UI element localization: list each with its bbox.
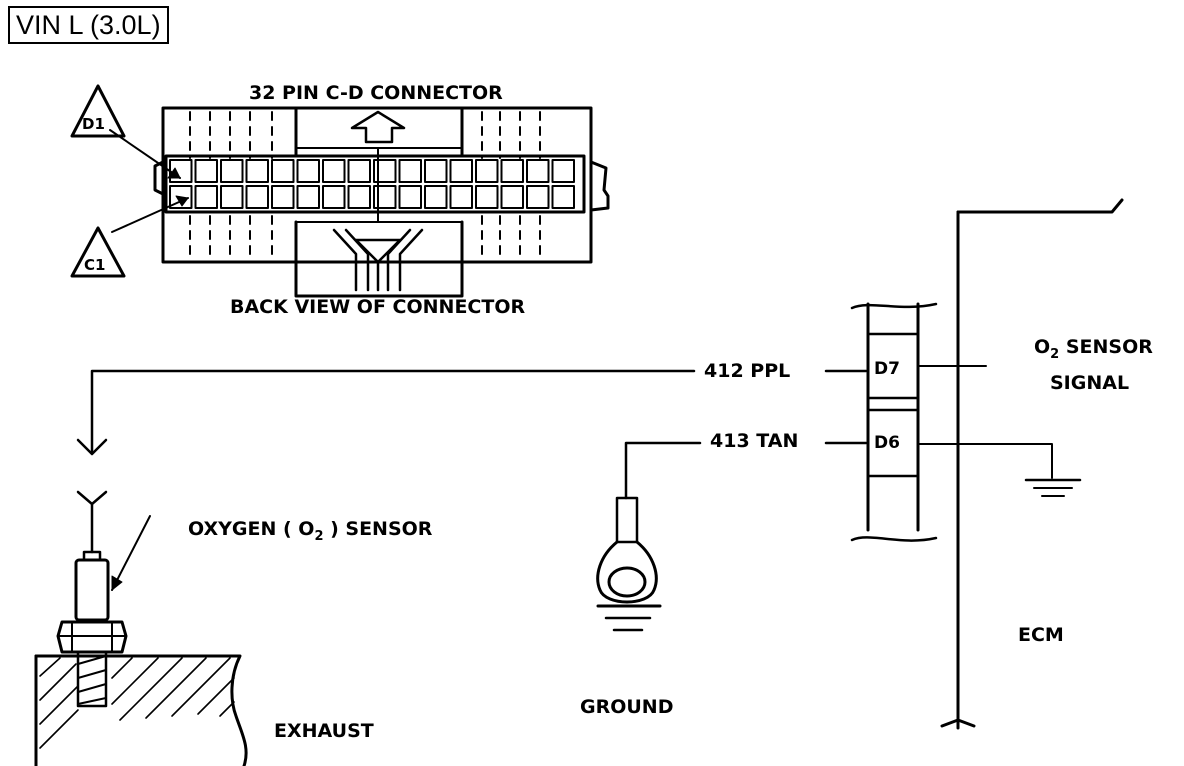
connector-heading: 32 PIN C-D CONNECTOR xyxy=(249,82,503,104)
up-arrow-icon xyxy=(350,110,406,144)
exhaust-label: EXHAUST xyxy=(274,720,374,742)
connector-pin-cell xyxy=(347,159,371,183)
connector-pin-cell xyxy=(373,159,397,183)
connector-pin-cell xyxy=(398,159,422,183)
connector-pin-cell xyxy=(500,159,524,183)
connector-pin-cell xyxy=(296,159,320,183)
connector-pin-frame xyxy=(164,154,586,214)
ecm-pin-d7: D7 xyxy=(874,359,900,379)
wire-label-412-ppl: 412 PPL xyxy=(704,360,791,382)
connector-pin-cell xyxy=(220,159,244,183)
wire-413-tan xyxy=(624,441,868,500)
pin-label-d1: D1 xyxy=(82,115,105,133)
ecm-pin-d6: D6 xyxy=(874,433,900,453)
connector-pin-cell xyxy=(194,159,218,183)
connector-pin-cell xyxy=(322,185,346,209)
connector-pin-cell xyxy=(296,185,320,209)
connector-pin-cell xyxy=(194,185,218,209)
connector-pin-cell xyxy=(220,185,244,209)
connector-pin-cell xyxy=(322,159,346,183)
connector-pin-cell xyxy=(475,185,499,209)
d1-callout-triangle xyxy=(70,84,126,138)
o2-sensor-signal-label-2: SIGNAL xyxy=(1050,372,1130,394)
ecm-graphic xyxy=(850,198,1124,730)
connector-pin-cell xyxy=(424,159,448,183)
connector-pin-cell xyxy=(169,185,193,209)
connector-pin-cell xyxy=(500,185,524,209)
connector-pin-cell xyxy=(245,159,269,183)
connector-pin-cell xyxy=(449,159,473,183)
pin-label-c1: C1 xyxy=(84,256,106,274)
o2-sensor-signal-label: O2 SENSOR xyxy=(1034,336,1153,362)
connector-pin-cell xyxy=(424,185,448,209)
oxygen-sensor-label: OXYGEN ( O2 ) SENSOR xyxy=(188,518,433,544)
connector-pin-cell xyxy=(551,185,575,209)
connector-pin-cell xyxy=(475,159,499,183)
connector-graphic xyxy=(70,84,610,298)
connector-pin-cell xyxy=(373,185,397,209)
ground-label: GROUND xyxy=(580,696,674,718)
wire-label-413-tan: 413 TAN xyxy=(710,430,799,452)
c1-callout-triangle xyxy=(70,226,126,278)
exhaust-pipe-graphic xyxy=(34,654,248,766)
ground-eyelet-graphic xyxy=(596,496,662,632)
wire-412-ppl xyxy=(76,369,868,456)
connector-pin-cell xyxy=(398,185,422,209)
page-title: VIN L (3.0L) xyxy=(8,6,169,44)
connector-pin-cell xyxy=(526,159,550,183)
connector-pin-cell xyxy=(347,185,371,209)
connector-pin-cell xyxy=(271,185,295,209)
ecm-label: ECM xyxy=(1018,624,1064,646)
connector-pin-cell xyxy=(526,185,550,209)
connector-pin-cell xyxy=(245,185,269,209)
connector-pin-cell xyxy=(271,159,295,183)
connector-caption: BACK VIEW OF CONNECTOR xyxy=(230,296,526,318)
connector-pin-cell xyxy=(551,159,575,183)
connector-pin-cell xyxy=(449,185,473,209)
oxygen-sensor-graphic xyxy=(56,490,151,708)
